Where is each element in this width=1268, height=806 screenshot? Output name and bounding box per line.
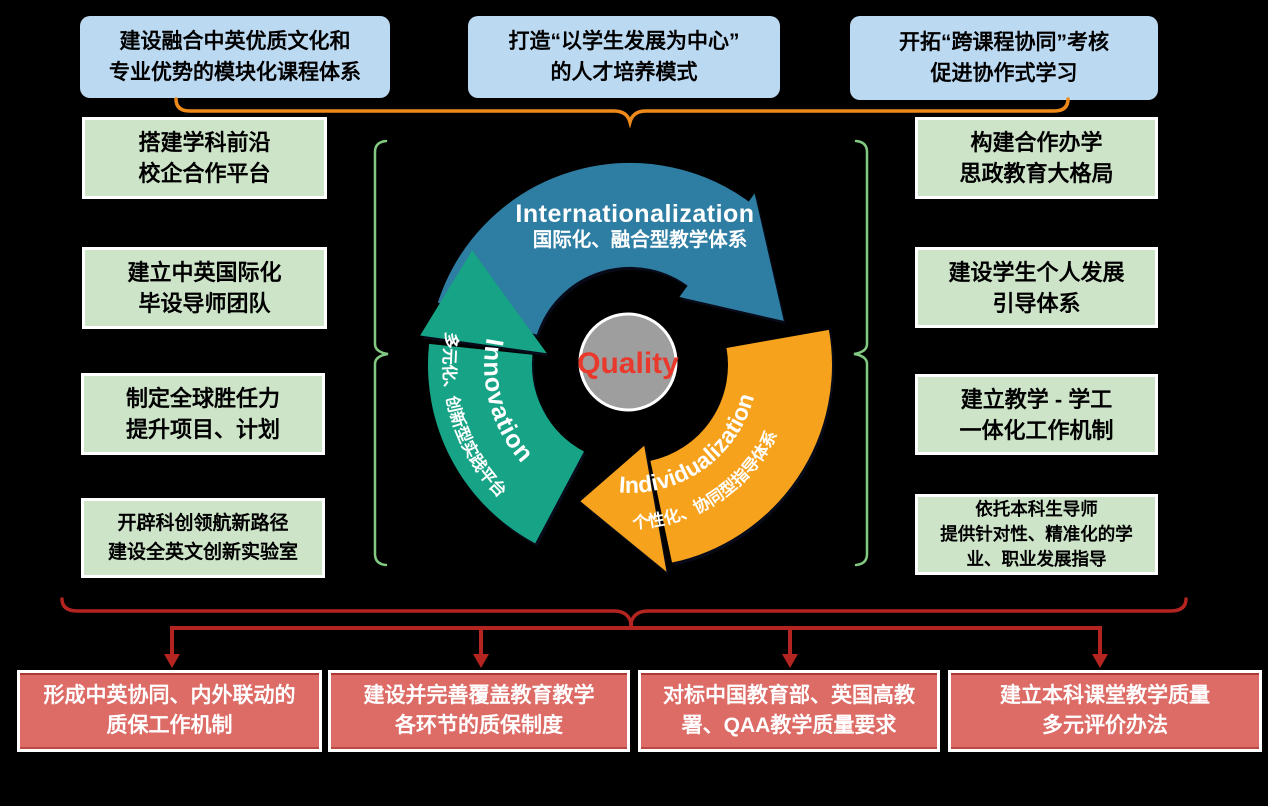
internationalization-arrowhead — [679, 193, 784, 321]
arrow-down-3 — [782, 654, 798, 668]
right-box-personal-development: 建设学生个人发展 引导体系 — [915, 247, 1158, 328]
left-box-innovation-lab: 开辟科创领航新路径 建设全英文创新实验室 — [81, 498, 325, 578]
arrow-down-4 — [1092, 654, 1108, 668]
right-box-undergraduate-tutor: 依托本科生导师 提供针对性、精准化的学 业、职业发展指导 — [915, 494, 1158, 575]
left-brace — [373, 139, 389, 567]
bottom-connector-line — [170, 621, 1102, 656]
top-box-course-system: 建设融合中英优质文化和 专业优势的模块化课程体系 — [80, 16, 390, 98]
arrow-down-2 — [473, 654, 489, 668]
top-box-student-centered: 打造“以学生发展为中心” 的人才培养模式 — [468, 16, 780, 98]
quality-cycle-diagram: Quality Internationalization 国际化、融合型教学体系… — [420, 162, 832, 572]
bottom-box-qa-mechanism: 形成中英协同、内外联动的 质保工作机制 — [17, 670, 322, 752]
bottom-box-evaluation-methods: 建立本科课堂教学质量 多元评价办法 — [948, 670, 1262, 752]
left-box-global-competence: 制定全球胜任力 提升项目、计划 — [81, 373, 325, 455]
innovation-arrowhead — [420, 250, 547, 354]
quality-label: Quality — [577, 347, 679, 380]
right-box-integrated-mechanism: 建立教学 - 学工 一体化工作机制 — [915, 374, 1158, 455]
arrow-down-1 — [164, 654, 180, 668]
internationalization-label: Internationalization — [515, 200, 754, 228]
right-box-ideological-education: 构建合作办学 思政教育大格局 — [915, 117, 1158, 199]
internationalization-subtitle: 国际化、融合型教学体系 — [533, 228, 748, 251]
internationalization-arc — [437, 162, 755, 337]
left-box-mentor-team: 建立中英国际化 毕设导师团队 — [82, 247, 327, 329]
bottom-box-qa-standards: 对标中国教育部、英国高教 署、QAA教学质量要求 — [638, 670, 940, 752]
left-box-industry-platform: 搭建学科前沿 校企合作平台 — [82, 117, 327, 199]
innovation-arc — [420, 250, 586, 544]
top-box-cross-course: 开拓“跨课程协同”考核 促进协作式学习 — [850, 16, 1158, 100]
individualization-arrowhead — [580, 445, 667, 572]
individualization-arc — [580, 329, 832, 572]
quality-circle — [578, 312, 678, 412]
bottom-box-qa-system: 建设并完善覆盖教育教学 各环节的质保制度 — [328, 670, 630, 752]
